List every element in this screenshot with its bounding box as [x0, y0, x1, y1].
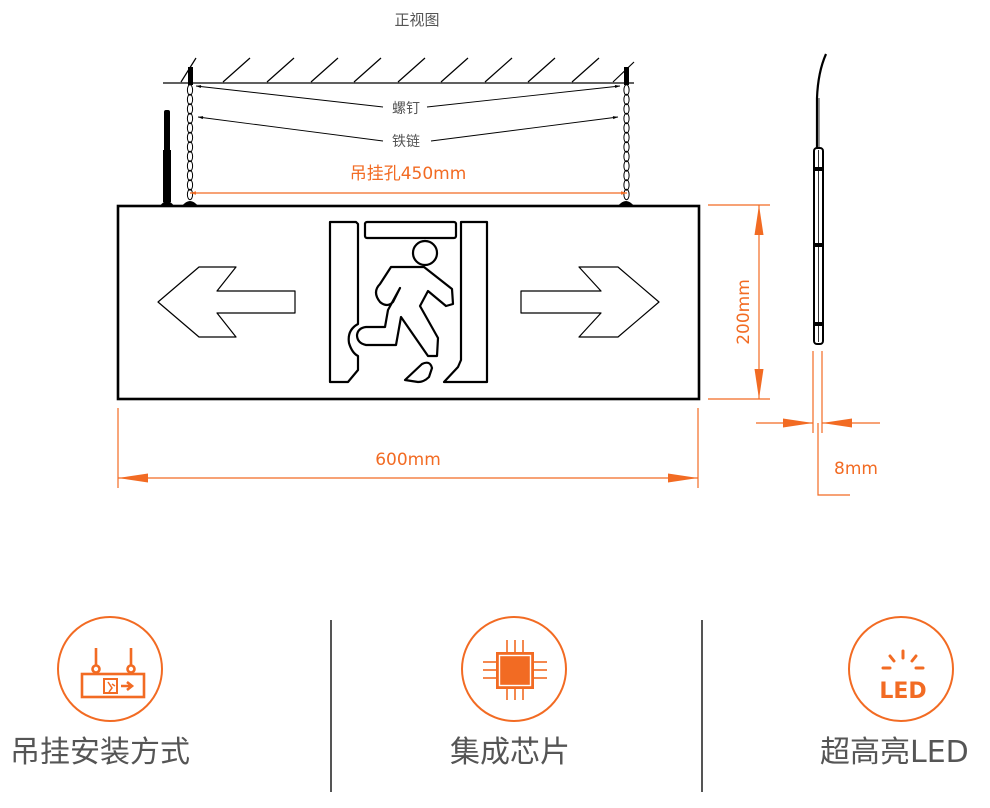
chain-link [623, 112, 630, 125]
technical-drawing: 正视图 螺钉 铁链 吊挂孔450mm [116, 11, 880, 496]
chain-link [186, 93, 194, 106]
antenna [160, 110, 174, 206]
chain-link [623, 84, 630, 96]
chain-link [623, 131, 630, 144]
view-title: 正视图 [394, 11, 439, 29]
sign-body [116, 204, 701, 401]
screw-right [624, 67, 629, 85]
chain-link [623, 169, 630, 182]
chain-label: 铁链 [392, 134, 420, 150]
divider [701, 620, 703, 792]
chain-link [186, 103, 194, 115]
chain-link [623, 141, 630, 153]
chain-link [186, 84, 194, 96]
feature-icon-hanging [57, 616, 163, 722]
chain-left [186, 84, 194, 201]
chain-link [623, 188, 630, 201]
chain-link [623, 122, 630, 134]
right-arrow-icon [520, 266, 660, 338]
leader-lines [195, 85, 621, 142]
thickness-dimension: 8mm [834, 459, 878, 479]
chain-link [186, 179, 194, 191]
chain-right [623, 84, 630, 201]
ceiling [163, 57, 635, 84]
chain-link [186, 131, 194, 144]
feature-label-led: 超高亮LED [820, 735, 969, 770]
chain-link [623, 160, 630, 172]
left-arrow-icon [157, 266, 296, 338]
width-dimension: 600mm [375, 450, 441, 470]
hanging-exit-sign-icon [80, 648, 146, 699]
chain-link [186, 188, 194, 201]
chain-link [623, 103, 630, 115]
led-icon-text: LED [879, 679, 926, 704]
feature-label-chip: 集成芯片 [450, 735, 570, 770]
led-icon: LED [879, 649, 927, 704]
side-view [813, 53, 828, 345]
hanging-hole-dimension: 吊挂孔450mm [350, 164, 467, 184]
chain-link [186, 169, 194, 182]
chain-link [186, 112, 194, 125]
divider [330, 620, 332, 792]
thickness-dimension-lines [756, 351, 880, 496]
exit-running-man-icon [328, 220, 489, 384]
feature-label-hanging: 吊挂安装方式 [10, 735, 190, 770]
chain-link [623, 179, 630, 191]
width-dimension-lines [117, 408, 699, 488]
chain-link [186, 160, 194, 172]
chain-link [186, 141, 194, 153]
feature-icon-chip [461, 616, 567, 722]
feature-icon-led: LED [848, 616, 954, 722]
height-dimension: 200mm [734, 279, 754, 345]
chain-link [623, 150, 630, 163]
height-dimension-lines [708, 204, 770, 400]
screw-left [188, 67, 193, 85]
chain-link [186, 122, 194, 134]
chain-link [623, 93, 630, 106]
chain-link [186, 150, 194, 163]
screw-label: 螺钉 [392, 101, 420, 117]
chip-icon [483, 640, 547, 700]
